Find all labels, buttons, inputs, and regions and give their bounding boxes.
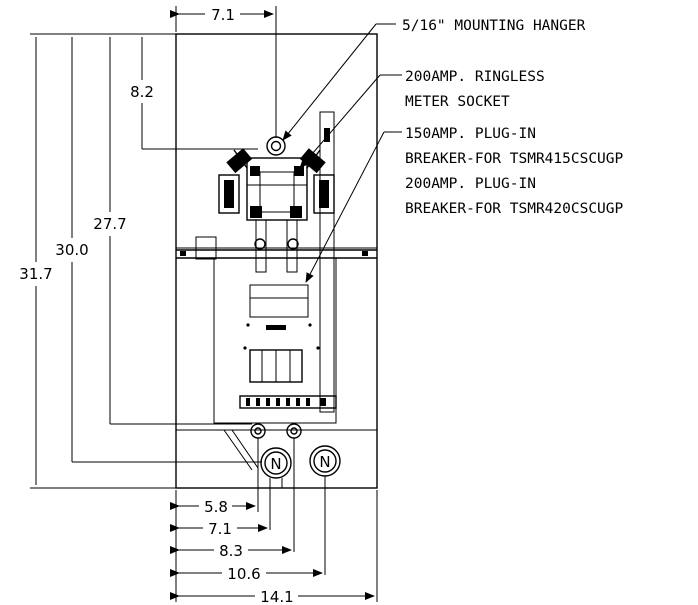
neutral-right: N [309, 445, 341, 477]
callout-meter-line2: METER SOCKET [405, 94, 510, 110]
dim-overall-height-label: 31.7 [19, 265, 52, 283]
neutral-left-label: N [270, 455, 281, 473]
dim-bottom-1-label: 5.8 [204, 498, 228, 516]
callout-breaker1-line1: 150AMP. PLUG-IN [405, 126, 536, 142]
dim-bottom-3-label: 8.3 [219, 542, 243, 560]
breaker-area [239, 284, 337, 439]
callout-breaker2-line2: BREAKER-FOR TSMR420CSCUGP [405, 201, 624, 217]
dim-bottom-4-label: 10.6 [227, 565, 260, 583]
callout-leaders [282, 23, 402, 283]
dim-bottom-lug-label: 30.0 [55, 241, 88, 259]
dim-bottom-2-label: 7.1 [208, 520, 232, 538]
dim-top-width-label: 7.1 [211, 6, 235, 24]
dim-hanger-drop-label: 8.2 [130, 83, 154, 101]
dim-to-lugs-label: 27.7 [93, 215, 126, 233]
dim-overall-width-label: 14.1 [260, 588, 293, 605]
neutral-left: N [260, 447, 292, 488]
dimension-top-width: 7.1 [170, 6, 277, 138]
callout-meter-line1: 200AMP. RINGLESS [405, 69, 545, 85]
callout-breaker2-line1: 200AMP. PLUG-IN [405, 176, 536, 192]
callout-breaker1-line2: BREAKER-FOR TSMR415CSCUGP [405, 151, 624, 167]
dimension-lines-vertical: 8.2 27.7 30.0 31.7 [19, 33, 262, 489]
neutral-right-label: N [319, 453, 330, 471]
callout-hanger: 5/16" MOUNTING HANGER [402, 18, 586, 34]
callout-texts: 5/16" MOUNTING HANGER 200AMP. RINGLESS M… [402, 18, 624, 217]
dimension-lines-horizontal: 5.8 7.1 8.3 10.6 14.1 [170, 438, 378, 605]
